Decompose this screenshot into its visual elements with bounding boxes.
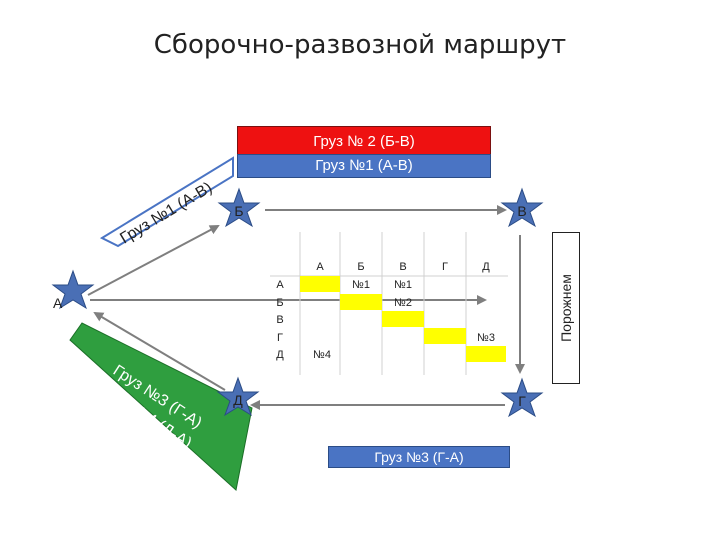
- highlight-cell-b-b: [340, 294, 382, 310]
- node-g-star-icon: [500, 377, 544, 418]
- col-header-b: Б: [357, 261, 364, 273]
- route-matrix: А Б В Г Д А Б В Г Д №1 №1 №2 №3 №4: [270, 232, 508, 375]
- node-b-star-icon: [217, 187, 261, 228]
- empty-run-label: Порожнем: [552, 232, 580, 384]
- col-header-a: А: [316, 261, 324, 273]
- row-header-g: Г: [277, 332, 283, 344]
- cargo-1-diagonal-ribbon: [99, 156, 234, 248]
- node-a-label: А: [53, 295, 63, 311]
- row-header-d: Д: [276, 349, 284, 361]
- cargo-2-bar: Груз № 2 (Б-В): [237, 126, 491, 158]
- node-g-label: Г: [518, 393, 526, 409]
- arrow-a-to-b: [87, 225, 220, 296]
- highlight-cell-a-a: [300, 276, 340, 292]
- col-header-d: Д: [482, 261, 490, 273]
- highlight-cell-g-g: [424, 328, 466, 344]
- col-header-g: Г: [442, 261, 448, 273]
- slide-title: Сборочно-развозной маршрут: [153, 30, 567, 60]
- cargo-3-bottom-bar: Груз №3 (Г-А): [328, 446, 510, 468]
- node-d-label: Д: [233, 392, 243, 408]
- node-d-star-icon: [216, 376, 260, 417]
- row-header-a: А: [276, 279, 284, 291]
- node-g: Г: [500, 377, 544, 418]
- cell-a-v: №1: [394, 279, 412, 291]
- node-a: А: [51, 269, 95, 311]
- row-header-b: Б: [276, 297, 283, 309]
- cargo-1-diagonal-label: Груз №1 (А-В): [117, 179, 215, 247]
- highlight-cell-d-d: [466, 346, 506, 362]
- node-v-star-icon: [500, 187, 544, 228]
- cell-a-b: №1: [352, 279, 370, 291]
- cargo-1-bar: Груз №1 (А-В): [237, 154, 491, 178]
- node-b: Б: [217, 187, 261, 228]
- node-v-label: В: [517, 203, 526, 219]
- node-v: В: [500, 187, 544, 228]
- node-a-star-icon: [51, 269, 95, 310]
- node-d: Д: [216, 376, 260, 417]
- node-b-label: Б: [234, 203, 243, 219]
- row-header-v: В: [276, 314, 283, 326]
- cell-d-b: №4: [313, 349, 331, 361]
- col-header-v: В: [399, 261, 406, 273]
- cell-b-v: №2: [394, 297, 412, 309]
- cell-g-d: №3: [477, 332, 495, 344]
- arrow-d-to-a: [93, 311, 226, 391]
- highlight-cell-v-v: [382, 311, 424, 327]
